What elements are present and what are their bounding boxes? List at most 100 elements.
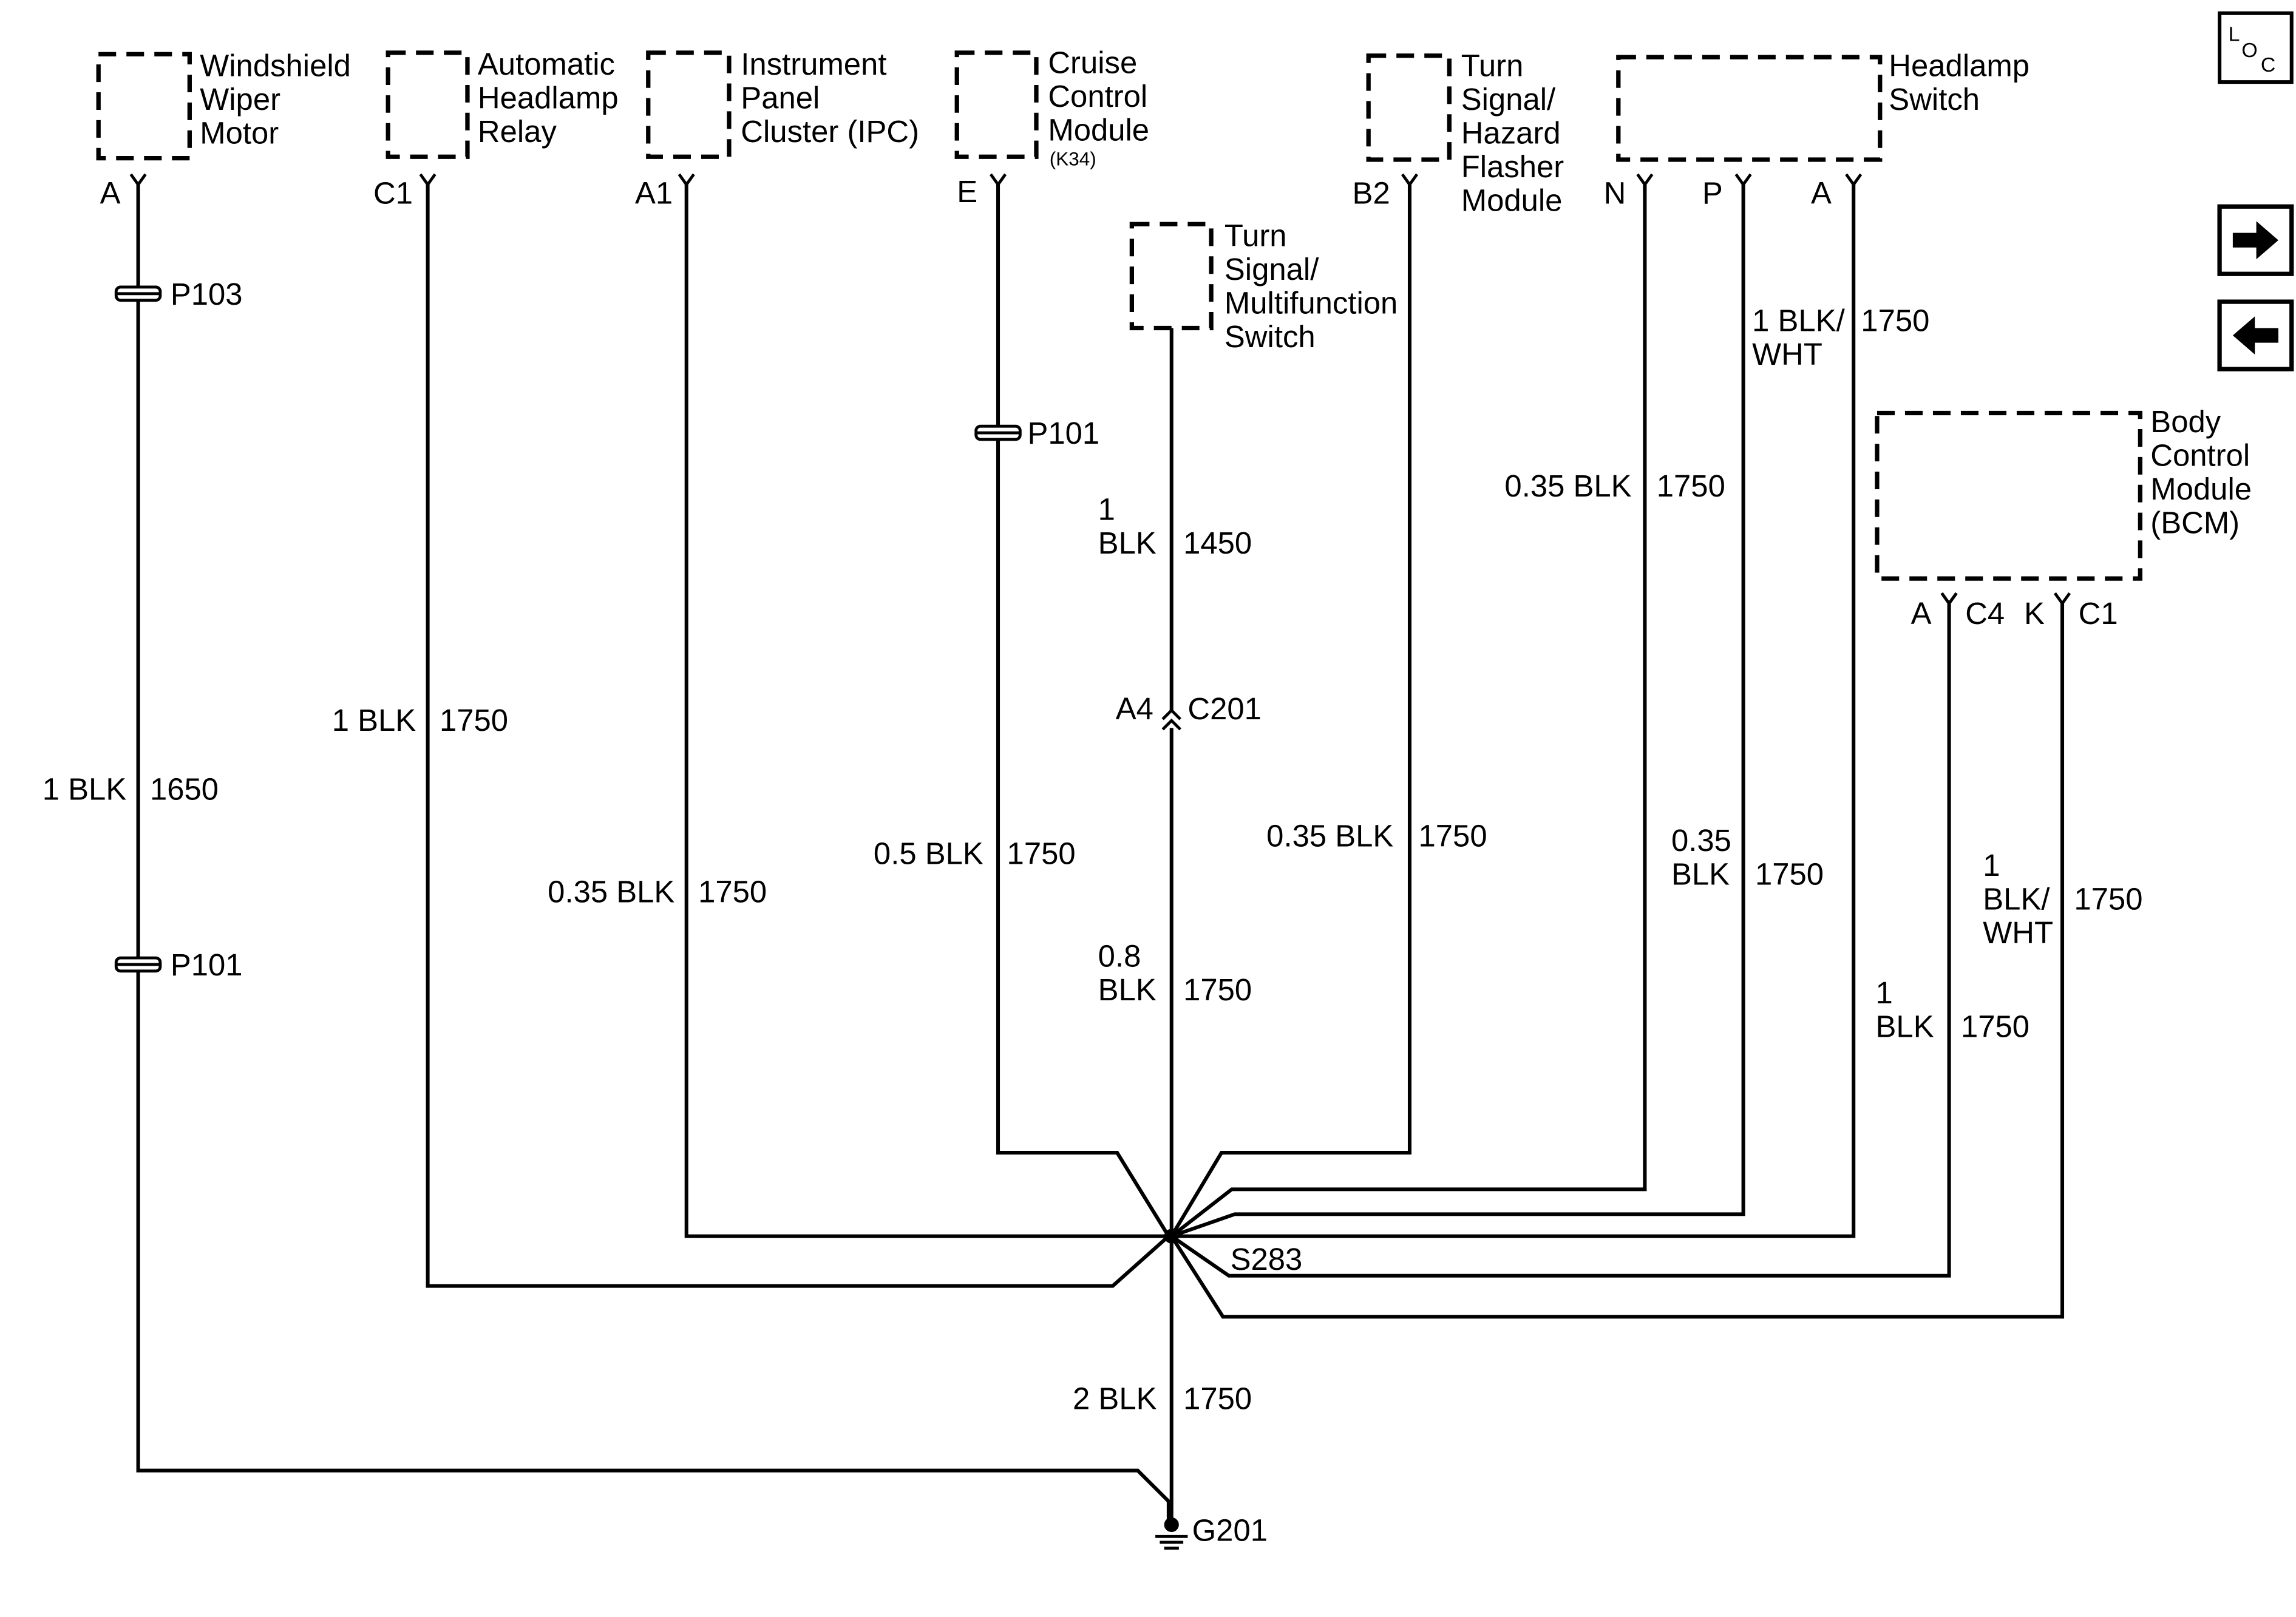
wire-bcm-a-size-1: 1 — [1876, 975, 1893, 1010]
ipc-line-2: Panel — [741, 81, 820, 115]
windshield-wiper-motor-box — [96, 52, 192, 161]
instrument-panel-cluster-label: Instrument Panel Cluster (IPC) — [741, 47, 919, 149]
pin-fork-headlamp-n — [1636, 173, 1654, 188]
connector-c201 — [1161, 708, 1181, 731]
windshield-wiper-motor-label: Windshield Wiper Motor — [200, 49, 351, 151]
loc-letter-o: O — [2241, 39, 2257, 62]
loc-button[interactable]: L O C — [2218, 11, 2294, 84]
wire-relay-size: 1 BLK — [332, 703, 416, 737]
wire-headlamp-n — [1170, 185, 1647, 1238]
label-s283: S283 — [1231, 1242, 1303, 1276]
pin-fork-relay — [419, 173, 436, 188]
pin-headlamp-n: N — [1604, 175, 1626, 210]
wire-switch-lower-size-2: BLK — [1098, 972, 1156, 1007]
pin-bcm-c1: C1 — [2079, 596, 2118, 631]
wire-bcm-c1 — [1170, 603, 2065, 1319]
wire-switch-upper-size-1: 1 — [1098, 492, 1115, 527]
turn-signal-multifunction-switch-label: Turn Signal/ Multifunction Switch — [1224, 218, 1398, 353]
wire-bcm-a-size-2: BLK — [1876, 1009, 1934, 1044]
pin-fork-flasher — [1401, 173, 1419, 188]
wire-ipc-circuit: 1750 — [698, 875, 767, 909]
wire-cruise — [996, 185, 1170, 1238]
splice-s283 — [1164, 1229, 1179, 1244]
wire-ipc — [684, 185, 1169, 1238]
next-page-button[interactable] — [2217, 204, 2294, 276]
multifunction-line-4: Switch — [1224, 319, 1316, 354]
cruise-control-module-label: Cruise Control Module (K34) — [1048, 46, 1149, 170]
windshield-wiper-motor-line-1: Windshield — [200, 49, 351, 83]
wire-headlamp-n-size: 0.35 BLK — [1504, 469, 1631, 503]
wire-bcm-c1-size-2: BLK/ — [1983, 882, 2050, 917]
pin-bcm-c4: C4 — [1965, 596, 2005, 631]
connector-labels: P103 P101 P101 A4 C201 S283 G201 — [171, 277, 1302, 1548]
wire-headlamp-p-lower-size-1: 0.35 — [1671, 823, 1731, 858]
headlamp-switch-line-1: Headlamp — [1889, 49, 2029, 83]
automatic-headlamp-relay-line-3: Relay — [478, 114, 557, 149]
windshield-wiper-motor-line-3: Motor — [200, 116, 279, 151]
label-g201: G201 — [1192, 1513, 1268, 1548]
body-control-module-label: Body Control Module (BCM) — [2150, 404, 2252, 540]
wire-switch-upper-size-2: BLK — [1098, 526, 1156, 560]
pin-labels: A C1 A1 E B2 N P A A C4 K C1 — [100, 174, 2118, 631]
wire-bcm-c1-size-1: 1 — [1983, 848, 2000, 883]
pin-bcm-k: K — [2024, 596, 2045, 631]
wire-ipc-size: 0.35 BLK — [548, 875, 674, 909]
label-c201: C201 — [1187, 691, 1262, 726]
label-p101-cruise: P101 — [1027, 416, 1099, 450]
cruise-line-1: Cruise — [1048, 46, 1137, 80]
pin-wiper: A — [100, 175, 121, 210]
wire-ground-size: 2 BLK — [1073, 1381, 1157, 1415]
wire-wiper-to-ground — [136, 185, 1170, 1519]
pin-headlamp-p: P — [1702, 175, 1723, 210]
ground-g201-icon — [1155, 1517, 1188, 1550]
wire-headlamp-p-upper-size-2: WHT — [1752, 337, 1822, 371]
pin-fork-wiper — [129, 173, 147, 188]
wire-headlamp-a — [1171, 185, 1856, 1238]
wire-switch-lower-size-1: 0.8 — [1098, 939, 1141, 974]
pin-fork-cruise — [989, 173, 1007, 188]
cruise-code: (K34) — [1050, 149, 1096, 170]
bcm-line-4: (BCM) — [2150, 505, 2240, 540]
loc-letter-c: C — [2261, 53, 2275, 76]
right-arrow-icon — [2232, 221, 2278, 260]
pin-headlamp-a: A — [1811, 175, 1832, 210]
automatic-headlamp-relay-box — [385, 50, 470, 159]
flasher-line-3: Hazard — [1461, 116, 1561, 151]
ipc-line-3: Cluster (IPC) — [741, 114, 919, 149]
bcm-line-3: Module — [2150, 472, 2252, 506]
wire-headlamp-p — [1170, 185, 1745, 1238]
multifunction-line-3: Multifunction — [1224, 285, 1398, 320]
wire-ground-circuit: 1750 — [1183, 1381, 1252, 1415]
cruise-line-2: Control — [1048, 79, 1147, 114]
turn-signal-hazard-flasher-module-box — [1366, 53, 1452, 162]
previous-page-button[interactable] — [2217, 299, 2294, 371]
flasher-line-4: Flasher — [1461, 149, 1564, 184]
wire-cruise-size: 0.5 BLK — [874, 836, 983, 871]
connector-p101-wiper — [114, 956, 162, 973]
automatic-headlamp-relay-label: Automatic Headlamp Relay — [478, 47, 619, 149]
windshield-wiper-motor-line-2: Wiper — [200, 82, 280, 117]
multifunction-line-2: Signal/ — [1224, 252, 1319, 286]
left-arrow-icon — [2232, 316, 2278, 354]
pin-fork-headlamp-a — [1845, 173, 1863, 188]
loc-letter-l: L — [2229, 23, 2240, 46]
wire-flasher-size: 0.35 BLK — [1266, 819, 1393, 853]
pin-fork-bcm-c1 — [2053, 592, 2071, 606]
headlamp-switch-line-2: Switch — [1889, 82, 1980, 117]
connector-p101-cruise — [974, 424, 1022, 441]
flasher-line-5: Module — [1461, 183, 1563, 218]
automatic-headlamp-relay-line-2: Headlamp — [478, 81, 619, 115]
pin-flasher: B2 — [1353, 175, 1390, 210]
pin-fork-headlamp-p — [1734, 173, 1752, 188]
label-c201-pin: A4 — [1116, 691, 1153, 726]
pin-cruise: E — [957, 174, 977, 209]
wire-bcm-a — [1170, 603, 1951, 1278]
wire-relay — [426, 185, 1170, 1288]
instrument-panel-cluster-box — [646, 50, 732, 159]
wire-wiper-circuit: 1650 — [150, 772, 219, 807]
wire-bcm-a-circuit: 1750 — [1961, 1009, 2029, 1044]
label-p101-wiper: P101 — [171, 947, 243, 982]
headlamp-switch-box — [1616, 55, 1883, 162]
wire-headlamp-p-lower-circuit: 1750 — [1755, 857, 1824, 892]
